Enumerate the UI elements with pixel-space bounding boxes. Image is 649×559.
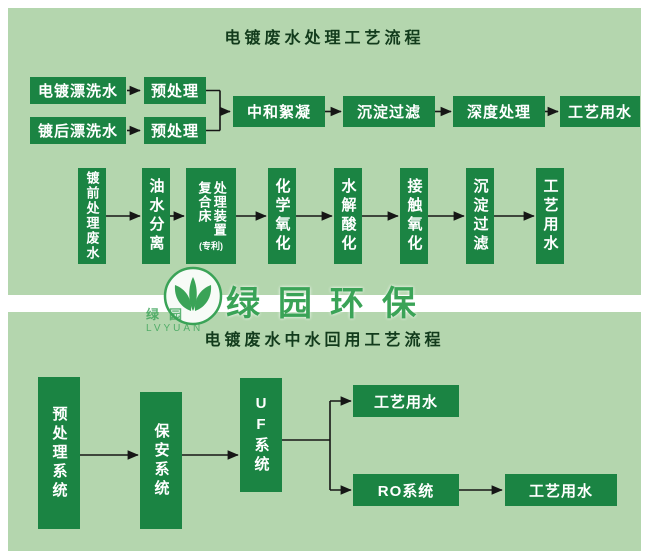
- flow1-post-plating-rinse-water-box: 镀后漂洗水: [30, 117, 126, 144]
- flow2-contact-oxidation-box: 接触氧化: [400, 168, 428, 264]
- flow1-pretreatment-box-1: 预处理: [144, 77, 206, 104]
- flow2-pre-plating-wastewater-box: 镀前处理废水: [78, 168, 106, 264]
- flow2-chemical-oxidation-box: 化学氧化: [268, 168, 296, 264]
- bottom-flowchart-title: 电镀废水中水回用工艺流程: [204, 332, 445, 349]
- composite-bed-patent-note: (专利): [199, 240, 223, 251]
- composite-bed-label-columns: 复合床 处理装置: [196, 180, 227, 237]
- flow1-pretreatment-box-2: 预处理: [144, 117, 206, 144]
- flow2-process-water-box: 工艺用水: [536, 168, 564, 264]
- reuse-security-filter-system-box: 保安系统: [140, 392, 182, 529]
- flow2-sedimentation-filtration-box: 沉淀过滤: [466, 168, 494, 264]
- flow1-neutralization-flocculation-box: 中和絮凝: [233, 96, 325, 127]
- flow2-hydrolysis-acidification-box: 水解酸化: [334, 168, 362, 264]
- flow1-sedimentation-filtration-box: 沉淀过滤: [343, 96, 435, 127]
- reuse-pretreatment-system-box: 预处理系统: [38, 377, 80, 529]
- flow2-composite-bed-device-box: 复合床 处理装置 (专利): [186, 168, 236, 264]
- flow1-process-water-box: 工艺用水: [560, 96, 640, 127]
- reuse-uf-system-box: UF系统: [240, 378, 282, 492]
- flow2-oil-water-separation-box: 油水分离: [142, 168, 170, 264]
- flow1-advanced-treatment-box: 深度处理: [453, 96, 545, 127]
- reuse-process-water-box-2: 工艺用水: [505, 474, 617, 506]
- reuse-process-water-box-1: 工艺用水: [353, 385, 459, 417]
- top-flowchart-title: 电镀废水处理工艺流程: [224, 30, 425, 47]
- reuse-ro-system-box: RO系统: [353, 474, 459, 506]
- composite-bed-label-col2: 处理装置: [211, 180, 227, 237]
- composite-bed-label-col1: 复合床: [196, 180, 212, 223]
- flow1-plating-rinse-water-box: 电镀漂洗水: [30, 77, 126, 104]
- top-flowchart-panel: [8, 8, 641, 295]
